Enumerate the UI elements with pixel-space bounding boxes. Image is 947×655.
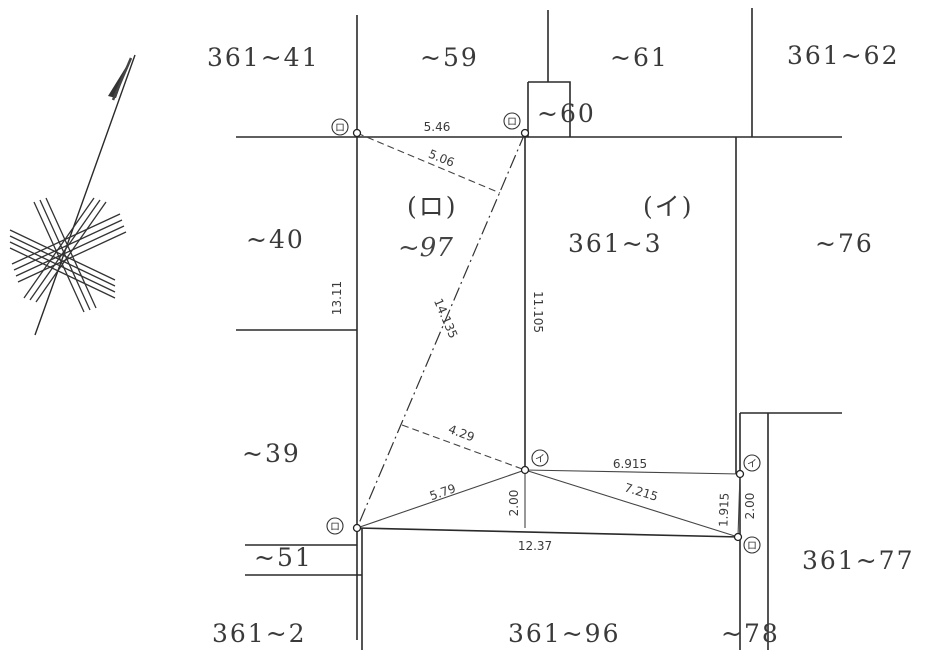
offset-506-line xyxy=(356,132,501,194)
marker-label: イ xyxy=(747,459,757,470)
dim-4-29: 4.29 xyxy=(446,422,476,444)
survey-point xyxy=(733,532,743,542)
dim-12-37: 12.37 xyxy=(518,539,552,553)
north-arrow-icon xyxy=(9,54,136,336)
lot-76: ~76 xyxy=(815,229,874,258)
dim-11-105: 11.105 xyxy=(531,291,545,333)
dim-7-215: 7.215 xyxy=(623,480,660,503)
dim-13-11: 13.11 xyxy=(330,281,344,315)
parcel-i-label: (イ) xyxy=(643,192,694,221)
lot-boundaries xyxy=(236,8,842,650)
marker-ro-icon: ロ xyxy=(503,112,521,130)
lot-61: ~61 xyxy=(610,43,669,72)
dim-2-00-center: 2.00 xyxy=(507,490,521,517)
lot-78: ~78 xyxy=(721,619,780,648)
marker-label: ロ xyxy=(747,541,757,552)
lot-361-62: 361~62 xyxy=(787,41,899,70)
marker-label: イ xyxy=(535,454,545,465)
marker-i-icon: イ xyxy=(531,449,549,467)
line-1915 xyxy=(737,473,741,538)
marker-label: ロ xyxy=(507,117,517,128)
lot-51: ~51 xyxy=(254,543,313,572)
line-579 xyxy=(356,469,526,529)
survey-points xyxy=(352,128,745,542)
marker-label: ロ xyxy=(330,522,340,533)
lot-361-77: 361~77 xyxy=(802,546,914,575)
survey-lines xyxy=(356,132,741,538)
survey-point xyxy=(520,465,530,475)
dim-5-06: 5.06 xyxy=(426,147,456,170)
parcel-ro-label: (ロ) xyxy=(407,192,458,221)
dim-2-00-right: 2.00 xyxy=(743,493,757,520)
lot-361-41: 361~41 xyxy=(207,43,319,72)
lot-60: ~60 xyxy=(537,99,596,128)
parcel-labels: (ロ) (イ) xyxy=(407,192,694,221)
dimension-labels: 5.46 5.06 14.135 11.105 13.11 4.29 6.915… xyxy=(330,120,757,553)
line-7215 xyxy=(524,469,739,538)
dim-6-915: 6.915 xyxy=(613,457,647,471)
lot-labels: 361~41 ~59 ~61 361~62 ~60 ~40 ~76 ~39 ~5… xyxy=(207,41,914,648)
dim-5-79: 5.79 xyxy=(428,481,458,503)
lot-361-3: 361~3 xyxy=(568,229,663,258)
lot-40: ~40 xyxy=(246,225,305,254)
marker-ro-icon: ロ xyxy=(743,536,761,554)
survey-point xyxy=(735,469,745,479)
survey-point xyxy=(352,523,362,533)
marker-label: ロ xyxy=(335,123,345,134)
survey-point xyxy=(352,128,362,138)
marker-ro-icon: ロ xyxy=(331,118,349,136)
lot-39: ~39 xyxy=(242,439,301,468)
dim-1-915: 1.915 xyxy=(716,492,731,527)
marker-i-icon: イ xyxy=(743,454,761,472)
lot-97-handwritten: ~97 xyxy=(398,233,453,263)
survey-point xyxy=(520,128,530,138)
dim-14-135: 14.135 xyxy=(431,296,460,340)
dim-5-46: 5.46 xyxy=(424,120,451,134)
marker-ro-icon: ロ xyxy=(326,517,344,535)
lot-59: ~59 xyxy=(420,43,479,72)
lot-361-96: 361~96 xyxy=(508,619,620,648)
point-markers: ロ ロ イ ロ イ ロ xyxy=(326,112,761,554)
lot-361-2: 361~2 xyxy=(212,619,307,648)
